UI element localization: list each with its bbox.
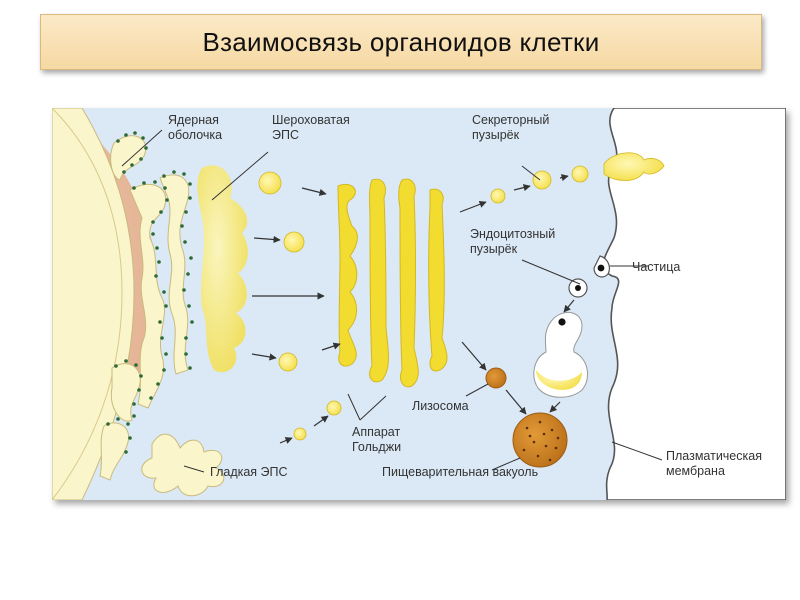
- label-smooth-er: Гладкая ЭПС: [210, 465, 288, 479]
- label-nuclear-envelope: Ядерная оболочка: [168, 113, 222, 142]
- golgi-apparatus: [337, 178, 448, 388]
- page-title: Взаимосвязь органоидов клетки: [202, 26, 600, 57]
- label-digestive-vacuole: Пищеварительная вакуоль: [382, 465, 538, 479]
- label-rough-er: Шероховатая ЭПС: [272, 113, 353, 142]
- transport-vesicles: [258, 171, 342, 441]
- flow-arrows: [251, 174, 575, 444]
- smooth-er: [141, 433, 225, 497]
- cell-diagram: Ядерная оболочка Шероховатая ЭПС Секрето…: [52, 108, 786, 500]
- rough-er: [99, 135, 190, 481]
- cell-diagram-svg: Ядерная оболочка Шероховатая ЭПС Секрето…: [52, 108, 786, 500]
- label-particle: Частица: [632, 260, 680, 274]
- particle: [597, 264, 605, 272]
- label-lysosome: Лизосома: [412, 399, 469, 413]
- digestive-vacuole: [512, 412, 568, 468]
- label-endocytic-vesicle: Эндоцитозный пузырёк: [470, 227, 559, 256]
- transitional-er: [197, 165, 248, 373]
- leader-lines: [121, 129, 663, 473]
- exocytosis: [603, 152, 665, 181]
- vacuole-contents: [522, 420, 560, 462]
- secretory-vesicles: [490, 165, 589, 204]
- title-bar: Взаимосвязь органоидов клетки: [40, 14, 762, 70]
- fusion-vesicle: [533, 311, 589, 398]
- label-golgi: Аппарат Гольджи: [352, 425, 404, 454]
- label-plasma-membrane: Плазматическая мембрана: [666, 449, 765, 478]
- ribosomes: [106, 131, 194, 454]
- lysosome: [485, 367, 507, 389]
- label-secretory-vesicle: Секреторный пузырёк: [472, 113, 553, 142]
